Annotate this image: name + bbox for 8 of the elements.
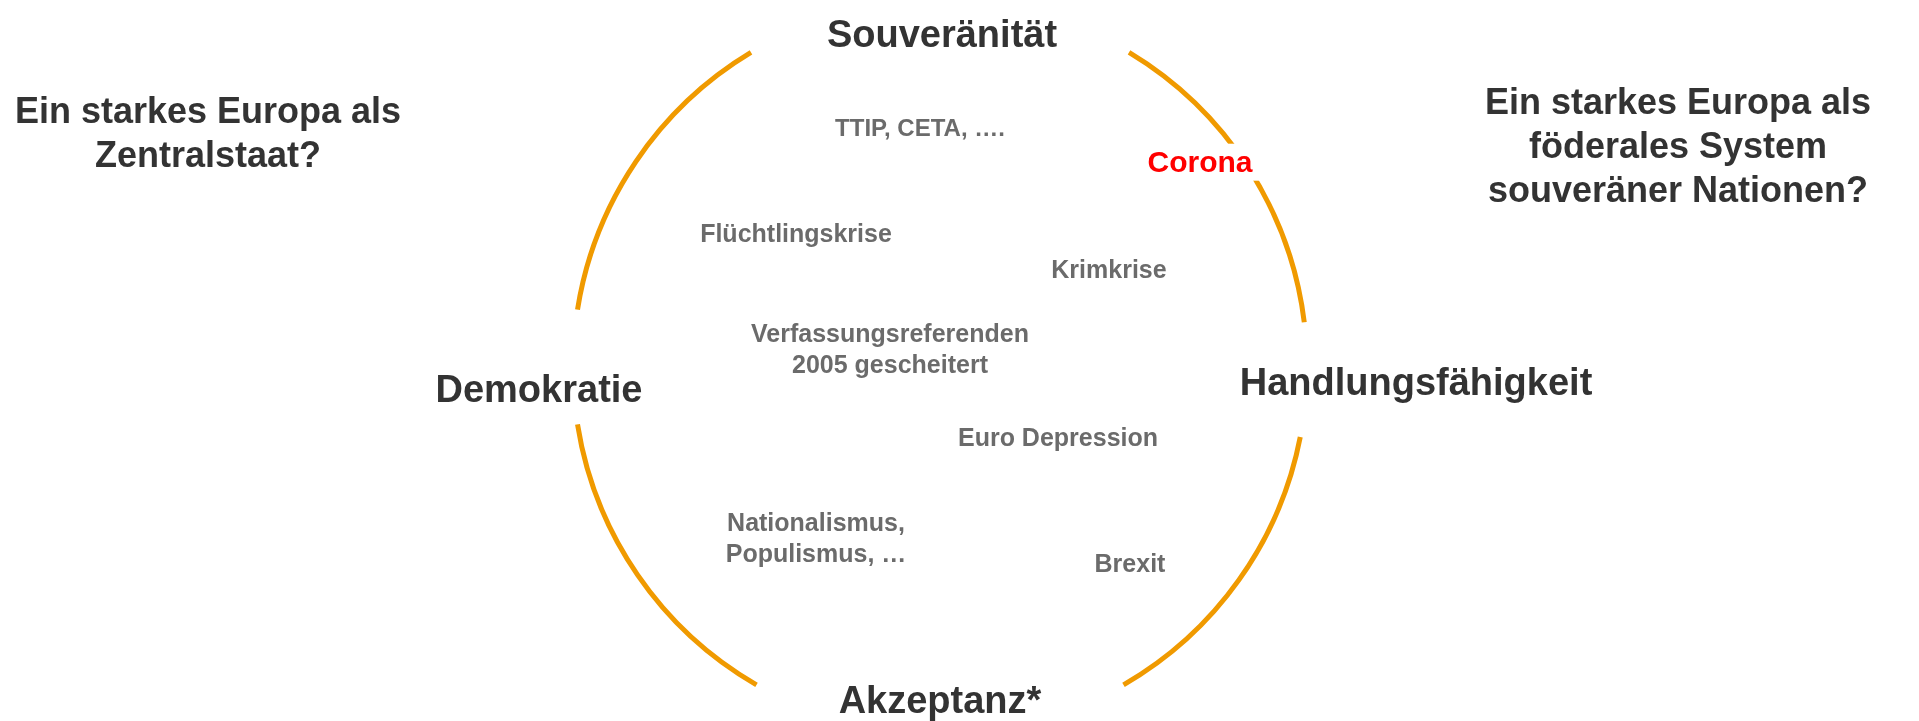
arc-connector [1122,436,1303,687]
concept-label: Handlungsfähigkeit [1239,360,1593,404]
arc-connector [575,50,753,311]
concept-label: Akzeptanz* [838,678,1042,721]
concept-label: Souveränität [826,12,1058,56]
arc-connector [575,423,758,687]
arc-connector [1127,50,1307,323]
concept-label: Demokratie [435,367,643,411]
